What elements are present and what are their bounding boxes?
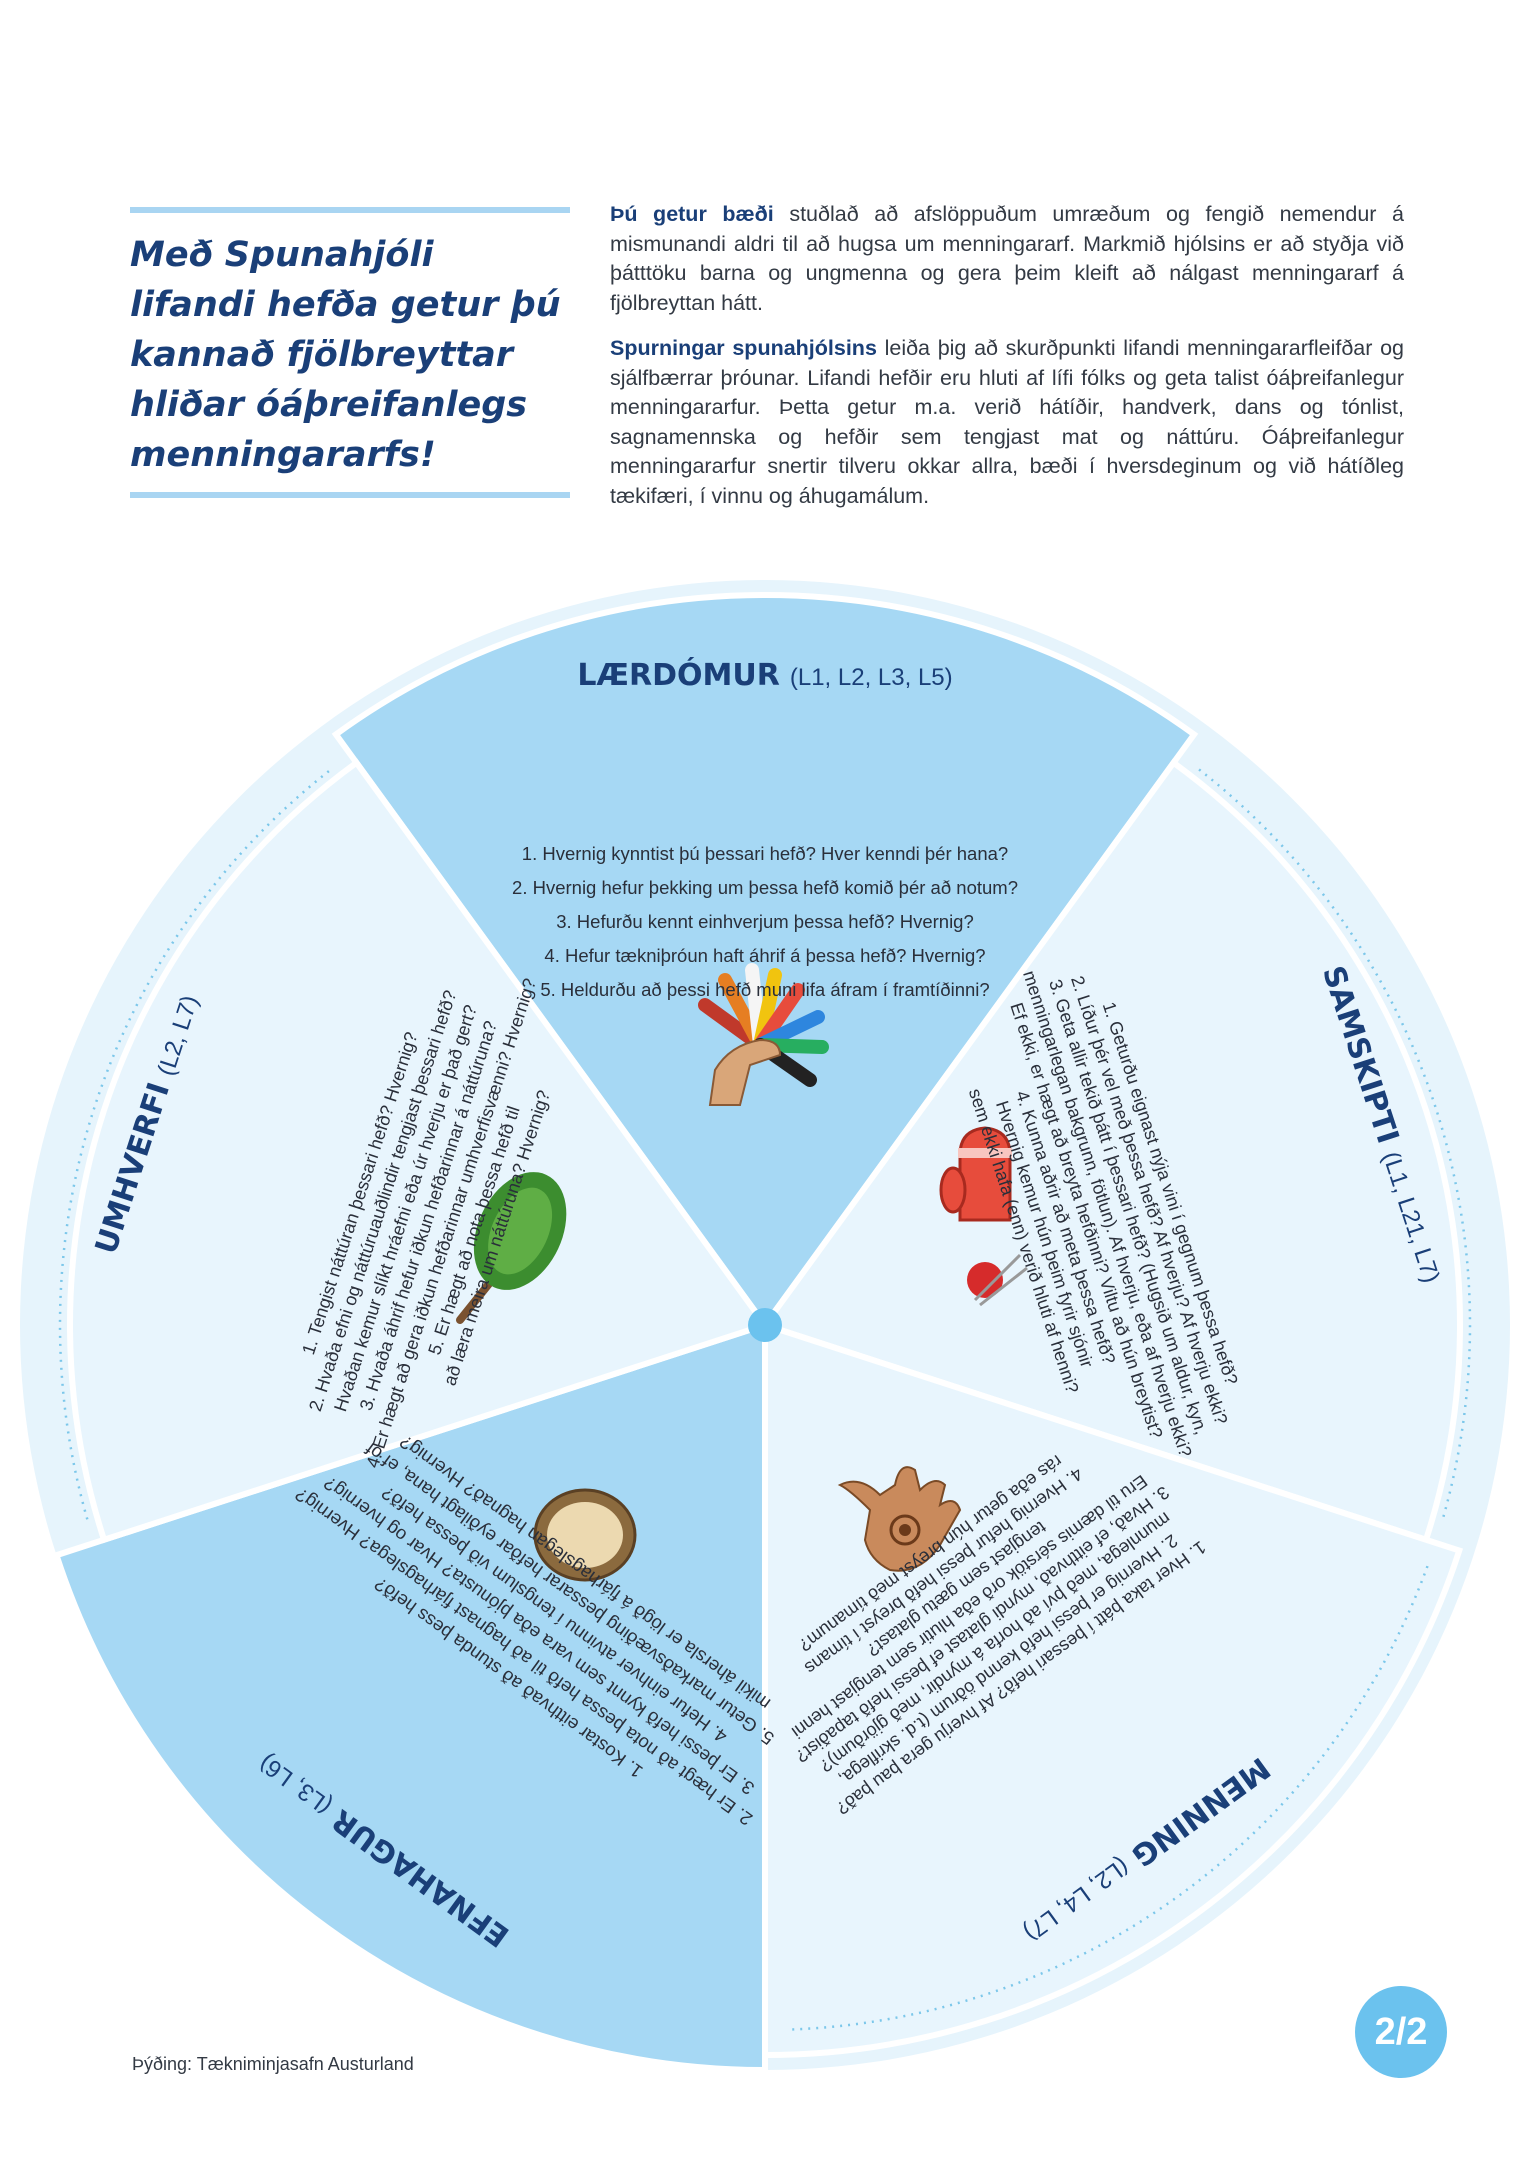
segment-title-codes: (L1, L2, L3, L5) bbox=[790, 664, 953, 691]
heading-bottom-rule bbox=[130, 492, 570, 498]
page-heading: Með Spunahjóli lifandi hefða getur þú ka… bbox=[130, 230, 580, 480]
heading-line: menningararfs! bbox=[130, 435, 436, 475]
intro-paragraph: Spurningar spunahjólsins leiða þig að sk… bbox=[610, 334, 1404, 511]
page-number-badge: 2/2 bbox=[1355, 1986, 1447, 2078]
segment-umhverfi bbox=[66, 758, 770, 1544]
segment-question: 1. Hvernig kynntist þú þessari hefð? Hve… bbox=[522, 843, 1008, 864]
translation-credit: Þýðing: Tækniminjasafn Austurland bbox=[132, 2054, 414, 2074]
segment-question: 2. Hvernig hefur þekking um þessa hefð k… bbox=[512, 877, 1018, 898]
intro-paragraph: Þú getur bæði stuðlað að afslöppuðum umr… bbox=[610, 200, 1404, 318]
segment-title-label: LÆRDÓMUR bbox=[577, 656, 780, 693]
segment-laerdomur bbox=[331, 592, 1199, 1331]
bread-basket-icon bbox=[533, 1488, 637, 1582]
segment-question: 5. Heldurðu að þessi hefð muni lifa áfra… bbox=[540, 979, 989, 1000]
segment-question: 3. Hefurðu kennt einhverjum þessa hefð? … bbox=[556, 911, 974, 932]
intro-lead: Þú getur bæði bbox=[610, 202, 774, 226]
intro-body: leiða þig að skurðpunkti lifandi menning… bbox=[610, 336, 1404, 508]
mitten-yarn-icon bbox=[939, 1126, 1028, 1307]
segment-text-laerdomur: LÆRDÓMUR (L1, L2, L3, L5) 1. Hvernig kynnt… bbox=[512, 656, 1018, 1000]
henna-hand-icon bbox=[837, 1466, 962, 1572]
heading-line: kannað fjölbreyttar bbox=[130, 335, 514, 375]
heading-line: hliðar óáþreifanlegs bbox=[130, 385, 528, 425]
heading-top-rule bbox=[130, 207, 570, 213]
hands-ribbons-icon bbox=[698, 963, 829, 1106]
segment-samskipti bbox=[760, 758, 1463, 1544]
segment-question: 4. Hefur tækniþróun haft áhrif á þessa h… bbox=[544, 945, 985, 966]
heading-line: lifandi hefða getur þú bbox=[130, 285, 561, 325]
intro-body: stuðlað að afslöppuðum umræðum og fengið… bbox=[610, 202, 1404, 315]
birch-whisk-icon bbox=[456, 1172, 567, 1324]
heading-line: Með Spunahjóli bbox=[130, 235, 434, 275]
intro-text: Þú getur bæði stuðlað að afslöppuðum umr… bbox=[610, 200, 1404, 527]
intro-lead: Spurningar spunahjólsins bbox=[610, 336, 877, 360]
wheel-center-dot bbox=[748, 1308, 782, 1342]
segment-title: LÆRDÓMUR (L1, L2, L3, L5) bbox=[577, 656, 952, 693]
